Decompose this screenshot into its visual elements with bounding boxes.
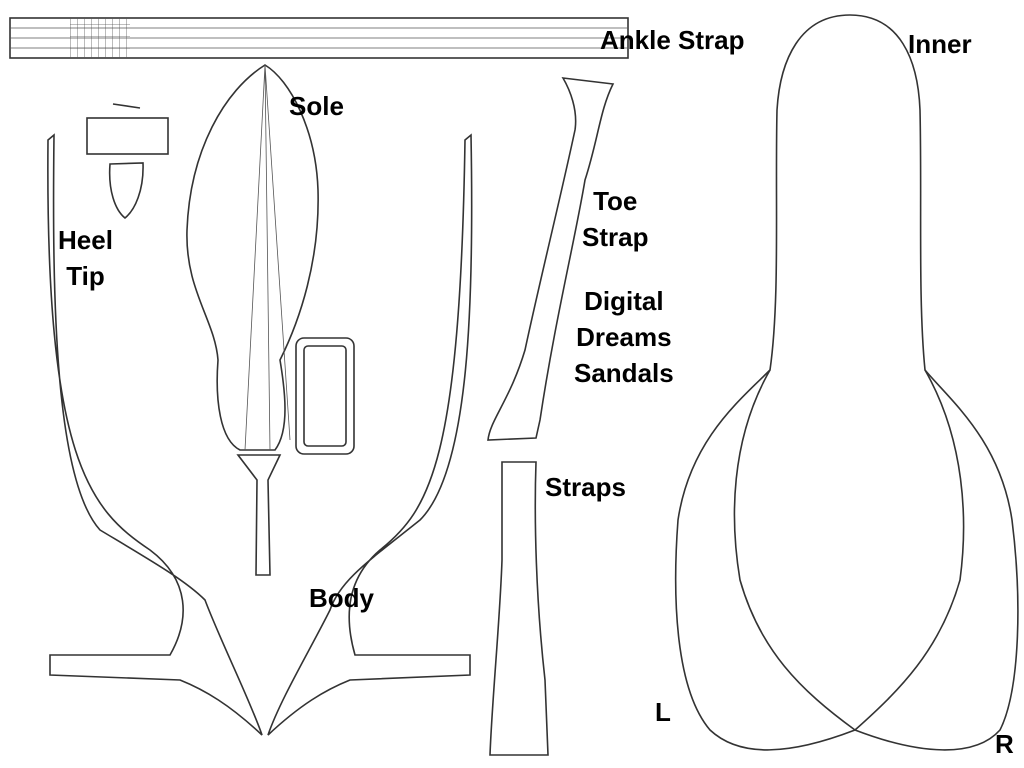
- label-heel-tip: Heel Tip: [58, 222, 113, 294]
- sole-shell: [186, 64, 319, 451]
- body-shell-right: [267, 133, 473, 736]
- heel-tip-shell: [86, 103, 169, 220]
- title-line-2: Dreams: [576, 322, 672, 352]
- label-strap: Strap: [582, 222, 649, 252]
- label-toe-strap: Toe Strap: [582, 183, 648, 255]
- ankle-strap-shell: [9, 17, 629, 59]
- title-line-1: Digital: [584, 286, 664, 316]
- label-title: Digital Dreams Sandals: [574, 283, 674, 391]
- label-tip: Tip: [66, 261, 105, 291]
- label-ankle-strap: Ankle Strap: [600, 25, 745, 55]
- inner-shell: [674, 14, 1019, 751]
- label-straps: Straps: [545, 472, 626, 502]
- label-body: Body: [309, 583, 374, 613]
- label-sole: Sole: [289, 91, 344, 121]
- toe-strap-shell: [487, 77, 615, 441]
- body-shell-left: [47, 133, 263, 736]
- title-line-3: Sandals: [574, 358, 674, 388]
- label-right: R: [995, 729, 1014, 759]
- heel-shell: [236, 337, 355, 576]
- straps-shell: [489, 461, 549, 756]
- label-toe: Toe: [593, 186, 638, 216]
- label-inner: Inner: [908, 29, 972, 59]
- label-left: L: [655, 697, 671, 727]
- label-heel: Heel: [58, 225, 113, 255]
